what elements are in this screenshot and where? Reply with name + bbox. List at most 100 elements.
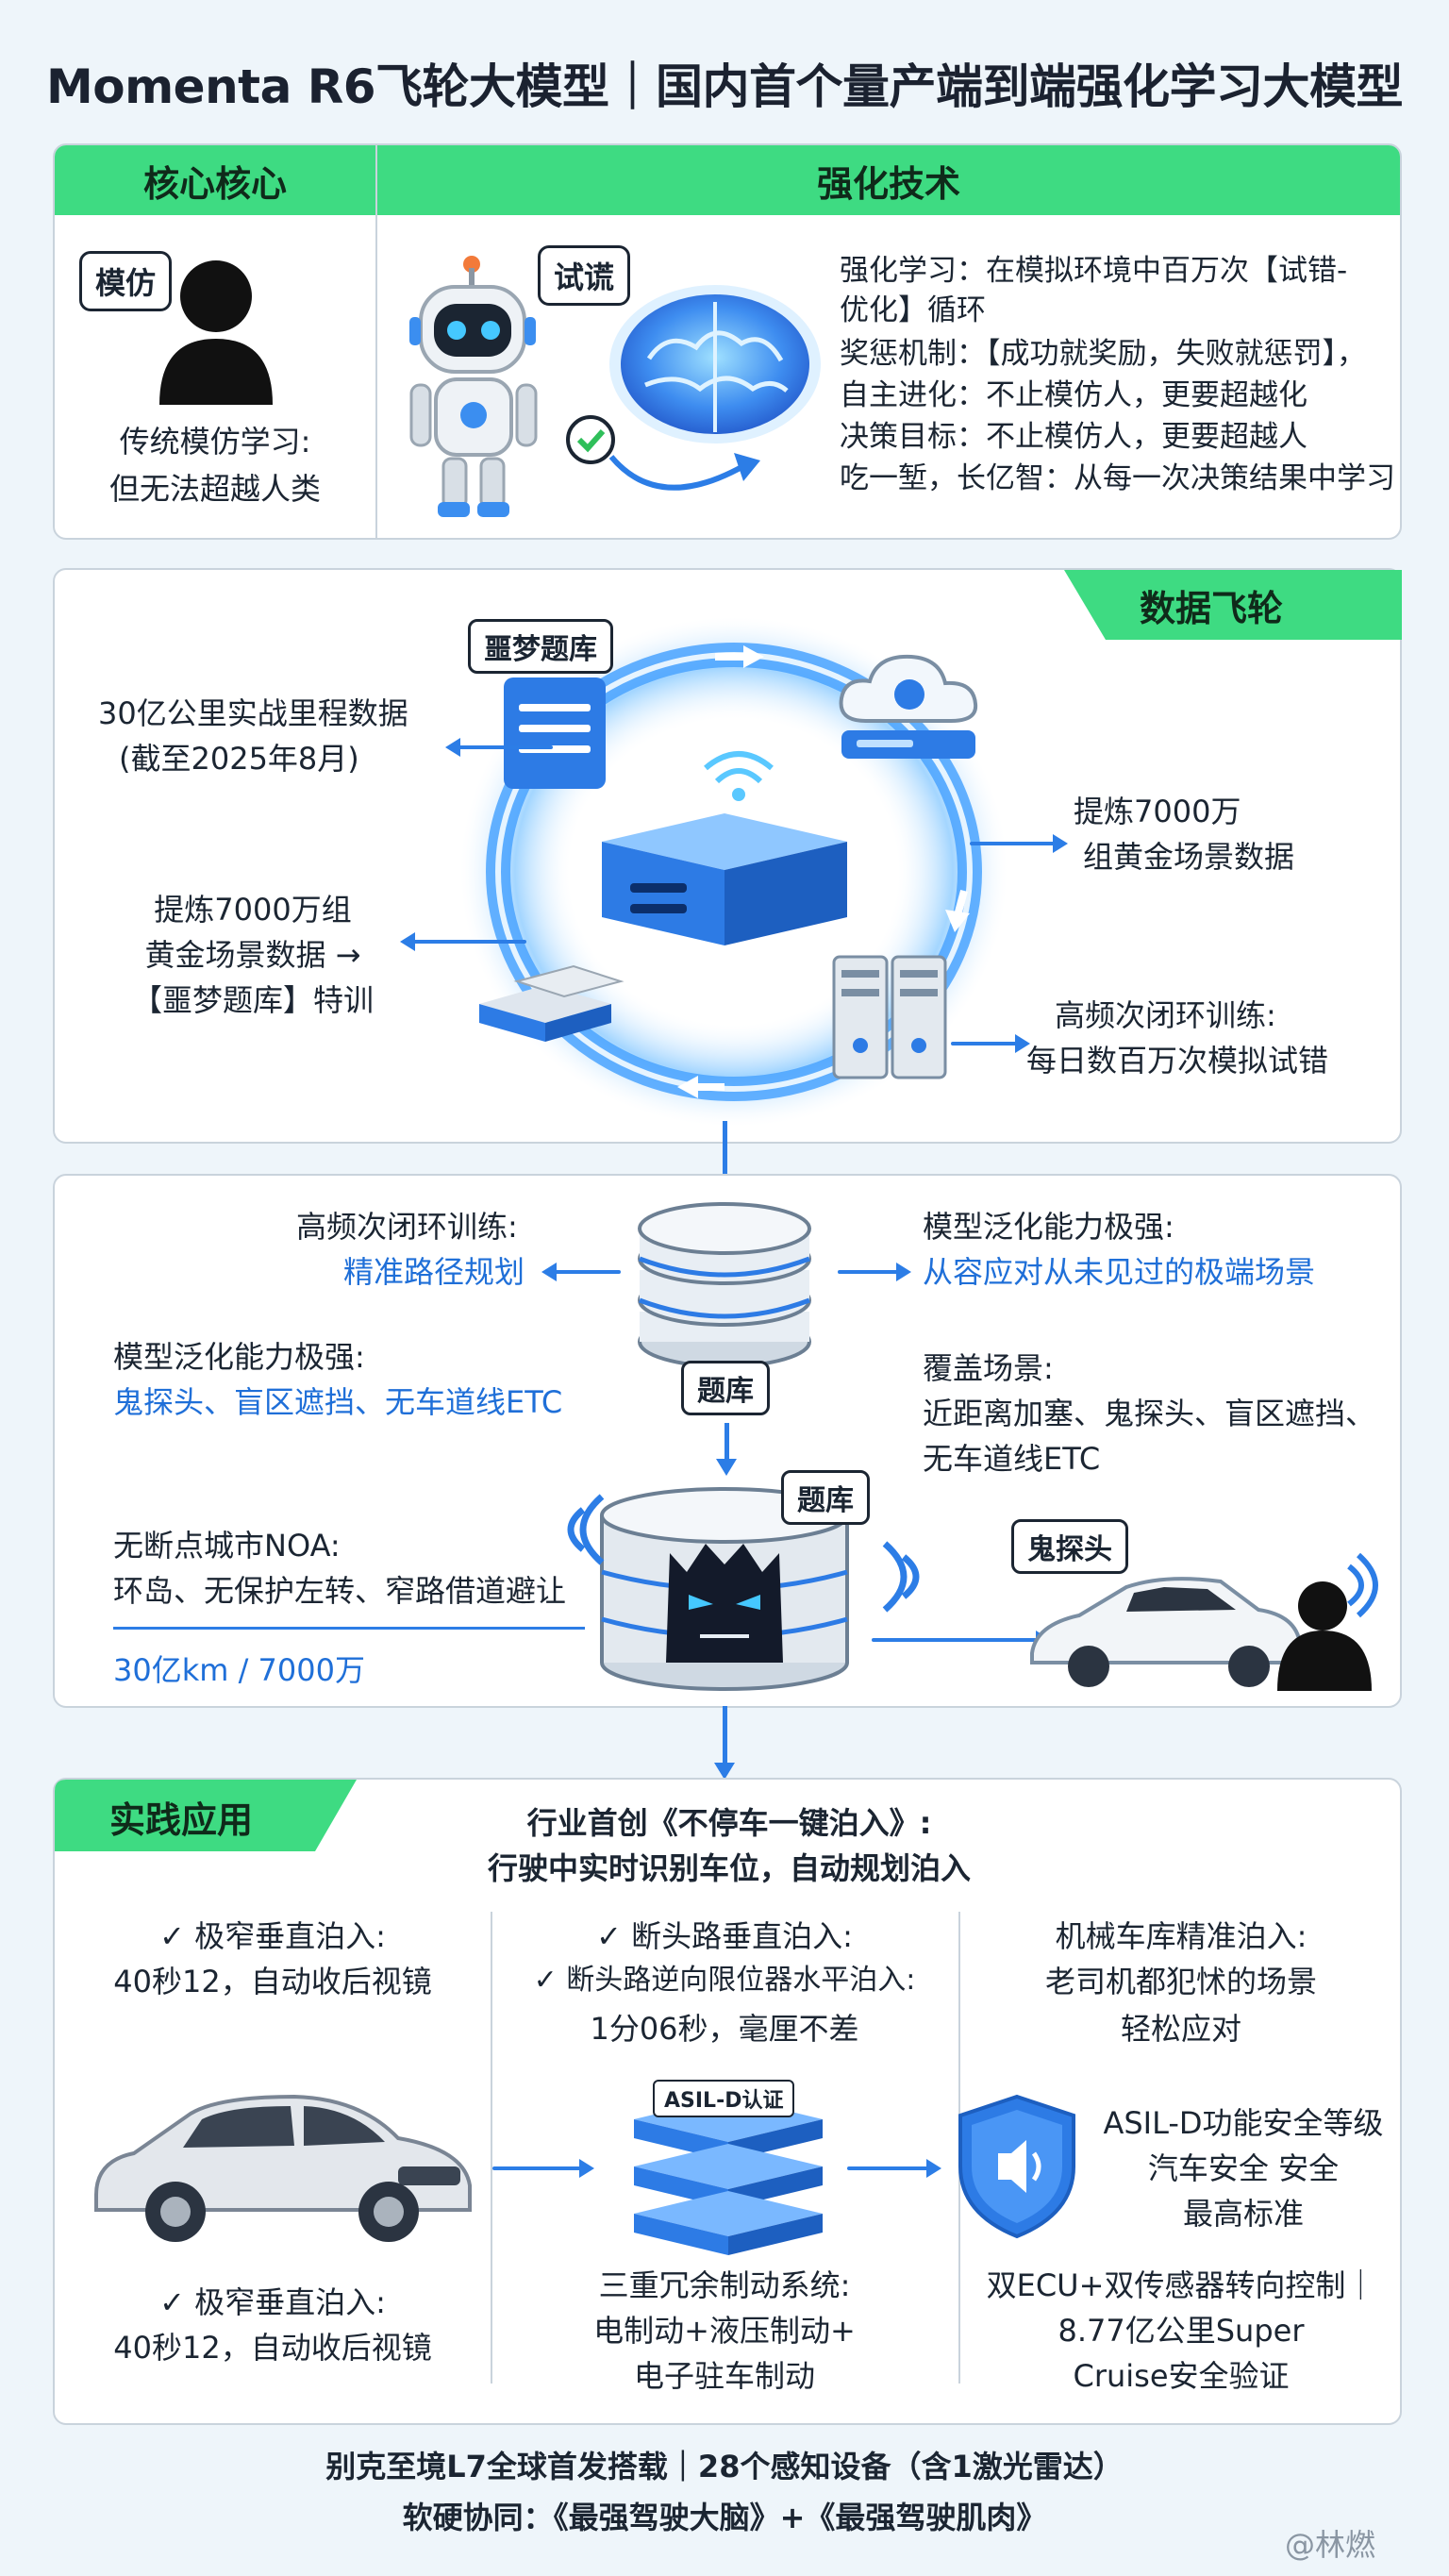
wifi-icon [704, 751, 774, 801]
db-down-arrow [716, 1423, 737, 1476]
col-divider [375, 145, 377, 538]
left-data-2: (截至2025年8月) [119, 741, 359, 777]
arrow-car-to-stack [492, 2159, 594, 2178]
col2-title-2: ✓ 断头路逆向限位器水平泊入: [533, 1964, 916, 1997]
bottom3-line-1: 双ECU+双传感器转向控制｜ [986, 2267, 1376, 2303]
bottom1-title: ✓ 极窄垂直泊入: [159, 2284, 386, 2320]
train-top-right-blue: 从容应对从未见过的极端场景 [923, 1254, 1316, 1290]
train-mid-left-blue: 鬼探头、盲区遮挡、无车道线ETC [113, 1384, 563, 1420]
check-icon [566, 415, 615, 464]
left-data-1: 30亿公里实战里程数据 [98, 695, 408, 731]
noa-line: 环岛、无保护左转、窄路借道避让 [113, 1573, 567, 1609]
arrow-stack-to-shield [847, 2159, 941, 2178]
gold-bars-icon [479, 964, 625, 1042]
cloud-server-icon [839, 654, 978, 759]
asil-stack-icon [634, 2097, 823, 2255]
bottom3-line-2: 8.77亿公里Super [1058, 2313, 1305, 2349]
core-header-label: 核心核心 [142, 162, 287, 205]
train-top-right-title: 模型泛化能力极强: [923, 1209, 1174, 1245]
car-ghost-icon [1030, 1552, 1378, 1691]
train-top-left-title: 高频次闭环训练: [296, 1209, 518, 1245]
right-train-1: 高频次闭环训练: [1055, 997, 1276, 1033]
monster-database-icon [600, 1487, 849, 1691]
footer-line-1: 别克至境L7全球首发搭载｜28个感知设备（含1激光雷达） [325, 2449, 1124, 2484]
asil-line-3: 最高标准 [1182, 2196, 1304, 2232]
train-top-left-blue: 精准路径规划 [343, 1254, 525, 1290]
bottom3-line-3: Cruise安全验证 [1073, 2358, 1290, 2394]
imitate-bubble: 模仿 [79, 251, 173, 311]
train-mid-right-line1: 近距离加塞、鬼探头、盲区遮挡、 [923, 1396, 1376, 1431]
robot-icon [409, 256, 538, 517]
monster-tag: 题库 [781, 1470, 870, 1525]
arrow-right-1 [970, 834, 1068, 853]
shield-icon [958, 2094, 1075, 2239]
col3-line-2: 轻松应对 [1120, 2011, 1241, 2047]
asil-stack-label: ASIL-D认证 [653, 2080, 795, 2117]
trial-bubble: 试谎 [538, 245, 631, 306]
watermark: @林燃 [1285, 2527, 1376, 2563]
bottom2-line-1: 三重冗余制动系统: [598, 2267, 851, 2303]
stats-text: 30亿km / 7000万 [113, 1652, 365, 1688]
document-icon [504, 677, 606, 789]
imitate-caption-1: 传统模仿学习: [119, 424, 311, 460]
suv-car-icon [94, 2094, 472, 2242]
left-gold-2: 黄金场景数据 → [144, 937, 361, 973]
col-divider-1 [491, 1912, 492, 2384]
right-gold-1: 提炼7000万 [1074, 794, 1241, 829]
tech-line-5: 决策目标：不止模仿人，更要超越人 [840, 420, 1307, 454]
headline-2: 行驶中实时识别车位，自动规划泊入 [487, 1850, 971, 1886]
asil-line-1: ASIL-D功能安全等级 [1103, 2105, 1384, 2141]
arrow-left-1 [445, 738, 553, 757]
col1-title: ✓ 极窄垂直泊入: [159, 1918, 386, 1954]
curved-arrow-icon [608, 453, 760, 491]
server-box-icon [602, 813, 847, 945]
left-gold-1: 提炼7000万组 [154, 892, 352, 928]
page-title: Momenta R6飞轮大模型｜国内首个量产端到端强化学习大模型 [45, 59, 1404, 114]
asil-line-2: 汽车安全 安全 [1147, 2150, 1340, 2186]
nightmare-tag: 噩梦题库 [468, 619, 613, 674]
flywheel-header: 数据飞轮 [1140, 588, 1284, 629]
signal-right-icon [882, 1541, 920, 1613]
bottom2-line-3: 电子驻车制动 [633, 2358, 815, 2394]
headline-1: 行业首创《不停车一键泊入》: [526, 1805, 932, 1841]
practice-panel: 实践应用 行业首创《不停车一键泊入》: 行驶中实时识别车位，自动规划泊入 ✓ 极… [53, 1778, 1402, 2425]
person-icon [159, 260, 273, 405]
tech-line-4: 自主进化：不止模仿人，更要超越化 [840, 378, 1307, 412]
tech-header-label: 强化技术 [816, 162, 960, 205]
train-mid-left-title: 模型泛化能力极强: [113, 1339, 365, 1375]
train-mid-right-title: 覆盖场景: [923, 1350, 1054, 1386]
core-panel: 核心核心 强化技术 模仿 传统模仿学习: 但无法超越人类 试谎 [53, 143, 1402, 540]
arrow-to-car [872, 1631, 1051, 1649]
right-gold-2: 组黄金场景数据 [1083, 839, 1295, 875]
col3-line-1: 老司机都犯怵的场景 [1044, 1964, 1317, 1999]
core-header: 核心核心 [55, 145, 375, 215]
left-gold-3: 【噩梦题库】特训 [131, 982, 374, 1018]
flywheel-header-bg [1064, 570, 1402, 640]
signal-left-icon [567, 1494, 605, 1565]
arrow-db-left [541, 1263, 621, 1281]
flywheel-panel: 数据飞轮 噩梦题库 [53, 568, 1402, 1144]
tech-line-3: 奖惩机制：【成功就奖励，失败就惩罚】， [840, 337, 1366, 371]
db-label: 题库 [681, 1361, 770, 1415]
tech-line-6: 吃一堑，长亿智：从每一次决策结果中学习 [840, 461, 1395, 495]
server-rack-icon [832, 955, 947, 1079]
brain-icon [609, 285, 821, 443]
connector-2 [714, 1706, 735, 1780]
ghost-tag: 鬼探头 [1011, 1519, 1128, 1574]
right-train-2: 每日数百万次模拟试错 [1026, 1043, 1329, 1079]
imitate-caption-2: 但无法超越人类 [108, 471, 321, 507]
col1-line: 40秒12，自动收后视镜 [113, 1964, 432, 1999]
tech-header: 强化技术 [377, 145, 1400, 215]
col3-title: 机械车库精准泊入: [1055, 1918, 1307, 1954]
col2-title-1: ✓ 断头路垂直泊入: [596, 1918, 853, 1954]
practice-header-bg [55, 1780, 357, 1851]
arrow-left-2 [400, 932, 526, 951]
noa-title: 无断点城市NOA: [113, 1528, 341, 1564]
training-panel: 题库 高频次闭环训练: 精准路径规划 模型泛化能力极强: 从容应对从未见过的极端… [53, 1174, 1402, 1708]
col2-line: 1分06秒，毫厘不差 [590, 2011, 859, 2047]
tech-line-2: 优化】循环 [840, 293, 986, 327]
bottom1-line: 40秒12，自动收后视镜 [113, 2330, 432, 2366]
arrow-right-2 [951, 1034, 1030, 1053]
tech-line-1: 强化学习：在模拟环境中百万次【试错- [840, 254, 1348, 288]
database-icon [638, 1202, 811, 1368]
